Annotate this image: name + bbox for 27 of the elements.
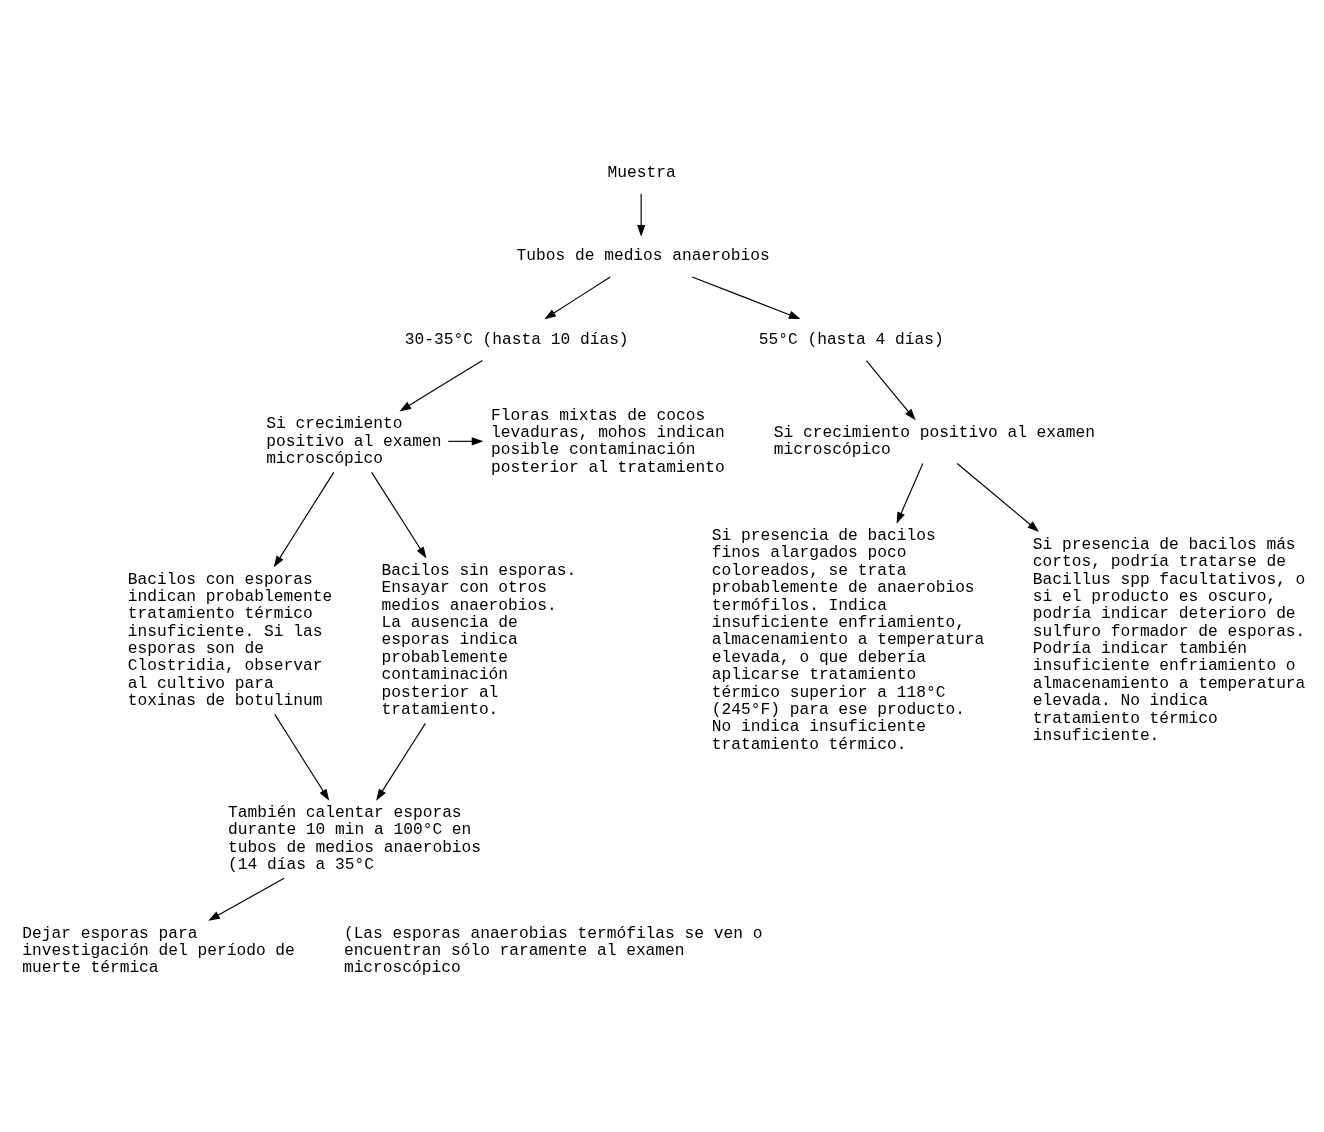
node-text: Si presencia de bacilos finos alargados poco coloreados, se trata probablemente de anaerobios termófilos. Indica insuficiente enfriamiento, almacenamiento a temperatura elevada, o que debería aplicarse tratamiento térmico superior a 118°C (245°F) para ese producto. No indica insuficiente tratamiento térmico. — [711, 525, 985, 754]
arrow — [399, 359, 483, 411]
node-text: Dejar esporas para investigación del período de muerte térmica — [22, 923, 295, 977]
arrow — [371, 471, 427, 558]
arrow — [637, 192, 646, 237]
arrow — [447, 436, 484, 445]
arrow — [208, 877, 285, 921]
node-text: 30-35°C (hasta 10 días) — [404, 329, 629, 349]
node-text: Si crecimiento positivo al examen microscópico — [266, 413, 442, 468]
arrow — [865, 359, 916, 420]
node-text: Floras mixtas de cocos levaduras, mohos indican posible contaminación posterior al tratamiento — [491, 405, 725, 477]
node-text: Muestra — [607, 162, 676, 182]
node-text: Bacilos sin esporas. Ensayar con otros medios anaerobios. La ausencia de esporas indica probablemente contaminación posterior al tratamiento. — [381, 560, 577, 719]
arrow — [376, 722, 426, 801]
arrow — [691, 275, 801, 319]
node-text: Si crecimiento positivo al examen microscópico — [773, 422, 1096, 459]
node-text: Si presencia de bacilos más cortos, podría tratarse de Bacillus spp facultativos, o si el producto es oscuro, podría indicar deterioro de sulfuro formador de esporas. Podría indicar también insuficiente enfriamiento o almacenamiento a temperatura elevada. No indica tratamiento térmico insuficiente. — [1032, 534, 1306, 745]
node-text: Bacilos con esporas indican probablemente tratamiento térmico insuficiente. Si las esporas son de Clostridia, observar al cultivo para toxinas de botulinum — [127, 569, 333, 710]
node-text: 55°C (hasta 4 días) — [758, 329, 944, 349]
arrow — [956, 462, 1040, 532]
arrow — [273, 471, 335, 567]
node-text: Tubos de medios anaerobios — [516, 245, 770, 265]
arrow — [896, 462, 924, 524]
node-text: También calentar esporas durante 10 min a 100°C en tubos de medios anaerobios (14 días a 35°C — [228, 802, 482, 874]
arrow — [274, 713, 330, 801]
label: (Las esporas anaerobias termófilas se ven o encuentran sólo raramente al examen microscópico — [343, 923, 763, 977]
arrow — [544, 275, 611, 319]
